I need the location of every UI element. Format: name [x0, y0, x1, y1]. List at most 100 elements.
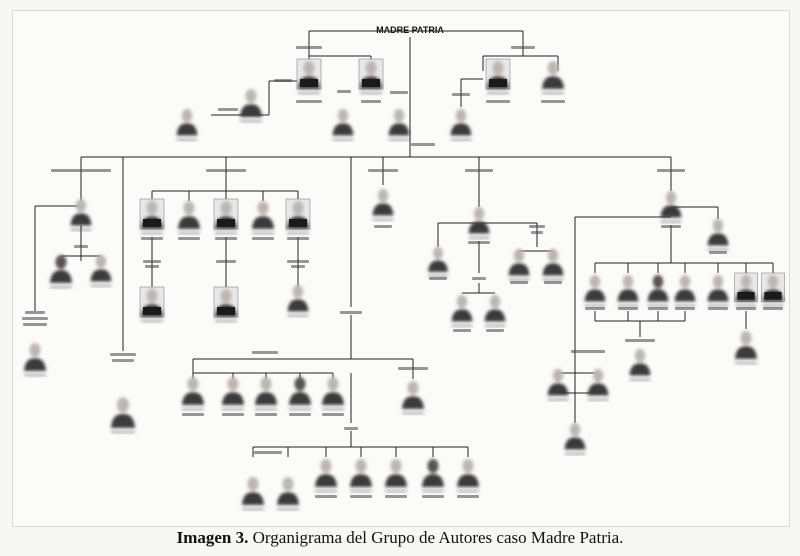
illegible-label-33 [340, 311, 362, 314]
illegible-label-13 [206, 169, 246, 172]
org-chart: MADRE PATRIA [22, 25, 785, 511]
illegible-label-11 [411, 143, 435, 146]
illegible-label-60 [585, 307, 605, 310]
caption-text: Organigrama del Grupo de Autores caso Ma… [248, 528, 624, 547]
illegible-label-8 [274, 79, 292, 82]
illegible-label-14 [368, 169, 398, 172]
illegible-label-54 [453, 329, 471, 332]
member-photo-32 [457, 459, 479, 493]
member-photo-22 [182, 377, 204, 411]
illegible-label-50 [529, 225, 545, 228]
member-photo-3 [542, 61, 564, 95]
illegible-label-62 [648, 307, 668, 310]
illegible-label-16 [657, 169, 685, 172]
member-photo-24 [255, 377, 277, 411]
illegible-label-32 [291, 265, 305, 268]
member-photo-13 [110, 397, 136, 434]
illegible-label-9 [218, 108, 238, 111]
member-photo-36 [468, 206, 490, 239]
illegible-label-25 [215, 237, 237, 240]
illegible-label-34 [252, 351, 278, 354]
illegible-label-40 [398, 367, 428, 370]
member-photo-43 [707, 218, 729, 251]
member-photo-40 [508, 248, 530, 281]
member-photo-29 [350, 459, 372, 493]
member-photo-10 [24, 343, 46, 377]
illegible-label-7 [390, 91, 408, 94]
org-chart-frame: MADRE PATRIA [12, 10, 790, 527]
illegible-label-42 [254, 451, 282, 454]
illegible-label-48 [374, 225, 392, 228]
member-photo-1 [358, 58, 384, 95]
illegible-label-53 [472, 277, 486, 280]
illegible-label-47 [457, 495, 479, 498]
illegible-label-44 [350, 495, 372, 498]
member-photo-21 [287, 284, 309, 317]
illegible-label-35 [182, 413, 204, 416]
illegible-label-0 [296, 46, 322, 49]
illegible-label-23 [141, 237, 163, 240]
member-photo-37 [428, 246, 448, 278]
illegible-label-38 [289, 413, 311, 416]
illegible-label-61 [618, 307, 638, 310]
member-photo-2 [485, 58, 511, 95]
illegible-label-56 [510, 281, 528, 284]
illegible-label-46 [422, 495, 444, 498]
illegible-label-49 [468, 241, 490, 244]
illegible-label-57 [544, 281, 562, 284]
member-photo-33 [242, 477, 264, 511]
member-photo-44 [584, 274, 606, 307]
illegible-label-52 [429, 277, 447, 280]
member-photo-5 [240, 89, 262, 123]
illegible-label-68 [571, 350, 605, 353]
member-photo-30 [385, 459, 407, 493]
root-label: MADRE PATRIA [376, 25, 444, 35]
figure-caption: Imagen 3. Organigrama del Grupo de Autor… [0, 528, 800, 548]
illegible-label-59 [709, 251, 727, 254]
illegible-label-22 [112, 359, 134, 362]
member-photo-53 [547, 368, 569, 401]
illegible-label-30 [216, 260, 236, 263]
illegible-label-29 [145, 265, 159, 268]
member-photo-6 [332, 108, 354, 141]
illegible-label-51 [531, 231, 543, 234]
member-photo-34 [277, 477, 299, 511]
connector-lines [34, 30, 774, 457]
illegible-label-26 [252, 237, 274, 240]
illegible-label-41 [344, 427, 358, 430]
illegible-label-58 [661, 225, 681, 228]
member-photo-50 [761, 272, 785, 307]
illegible-label-21 [110, 353, 136, 356]
member-photo-4 [176, 108, 198, 141]
member-photo-20 [213, 286, 239, 323]
member-photo-0 [296, 58, 322, 95]
illegible-label-65 [736, 307, 756, 310]
illegible-label-1 [511, 46, 535, 49]
member-photo-46 [647, 274, 669, 307]
member-photo-19 [139, 286, 165, 323]
member-photo-7 [388, 108, 410, 141]
member-photo-45 [617, 274, 639, 307]
illegible-label-15 [465, 169, 493, 172]
member-photo-9 [70, 198, 92, 231]
illegible-label-43 [315, 495, 337, 498]
member-photo-18 [285, 198, 311, 235]
member-photo-54 [587, 368, 609, 401]
member-photo-42 [660, 190, 682, 223]
illegible-label-17 [25, 311, 45, 314]
member-photo-23 [222, 377, 244, 411]
member-photo-35 [372, 188, 394, 221]
member-photo-16 [213, 198, 239, 235]
illegible-label-31 [287, 260, 309, 263]
caption-lead: Imagen 3. [176, 528, 249, 547]
illegible-label-36 [222, 413, 244, 416]
blurred-labels [22, 46, 783, 498]
illegible-label-63 [675, 307, 695, 310]
member-photos [24, 58, 785, 511]
illegible-label-39 [322, 413, 344, 416]
illegible-label-4 [486, 100, 510, 103]
member-photo-49 [734, 272, 758, 307]
member-photo-31 [422, 459, 444, 493]
member-photo-27 [402, 381, 424, 415]
member-photo-28 [315, 459, 337, 493]
